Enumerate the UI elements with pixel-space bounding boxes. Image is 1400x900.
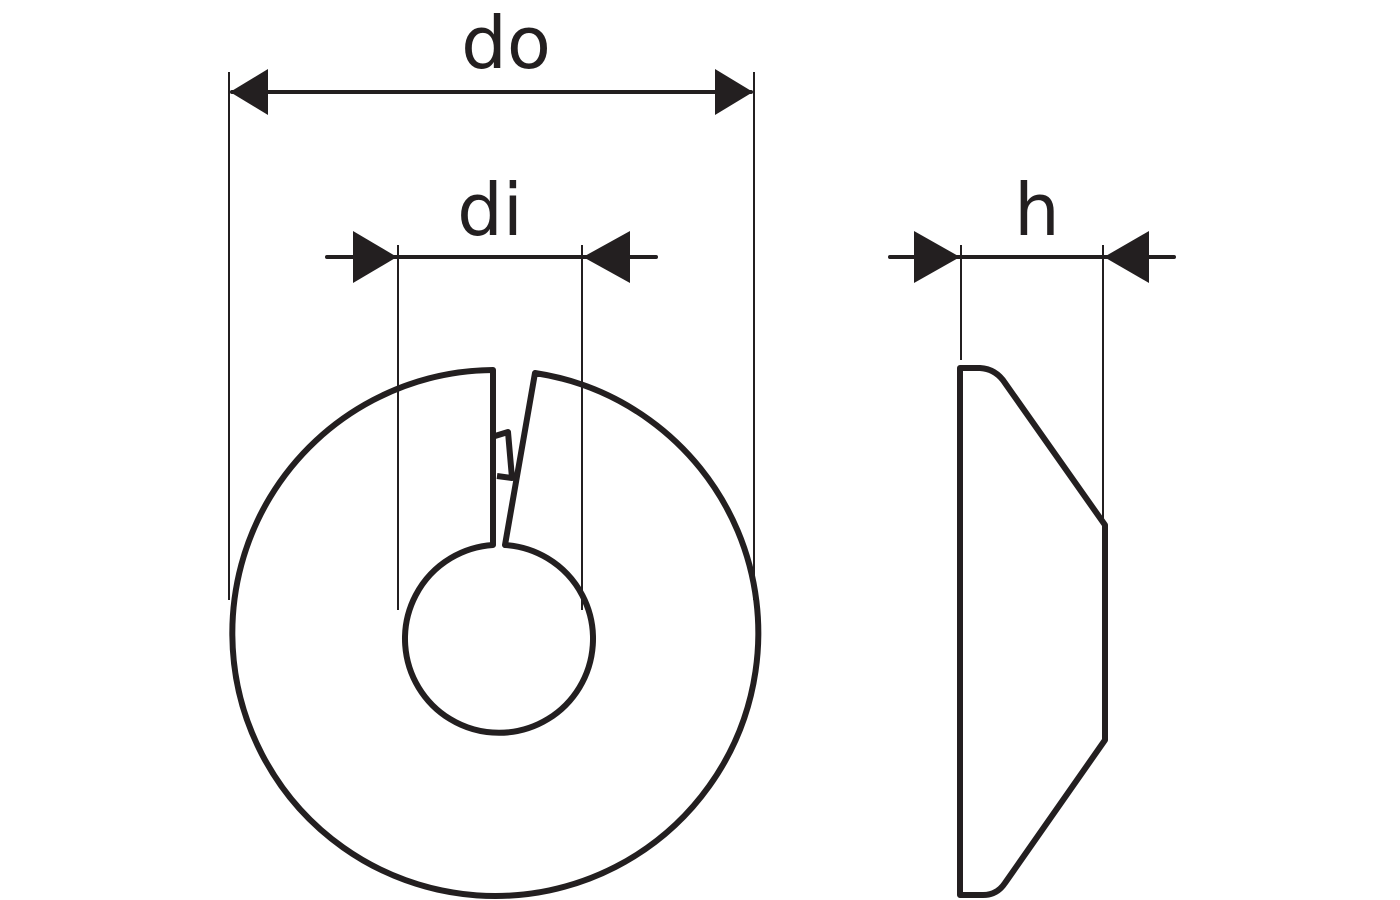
rosette-front-view	[229, 367, 762, 899]
height-dimension: h	[888, 168, 1176, 520]
arrow-right-icon	[1104, 231, 1149, 283]
outer-diameter-dimension: do	[228, 1, 755, 600]
rosette-side-view	[957, 365, 1108, 898]
side-profile	[957, 365, 1108, 898]
label-h: h	[1014, 168, 1060, 252]
arrow-left-icon	[914, 231, 960, 283]
label-di: di	[457, 168, 523, 252]
arrow-right-icon	[715, 69, 753, 115]
arrow-right-icon	[583, 231, 630, 283]
inner-diameter-dimension: di	[325, 168, 658, 610]
rosette-outline	[229, 367, 762, 899]
label-do: do	[461, 1, 551, 85]
latch-tab	[494, 429, 515, 481]
arrow-left-icon	[353, 231, 397, 283]
arrow-left-icon	[230, 69, 268, 115]
